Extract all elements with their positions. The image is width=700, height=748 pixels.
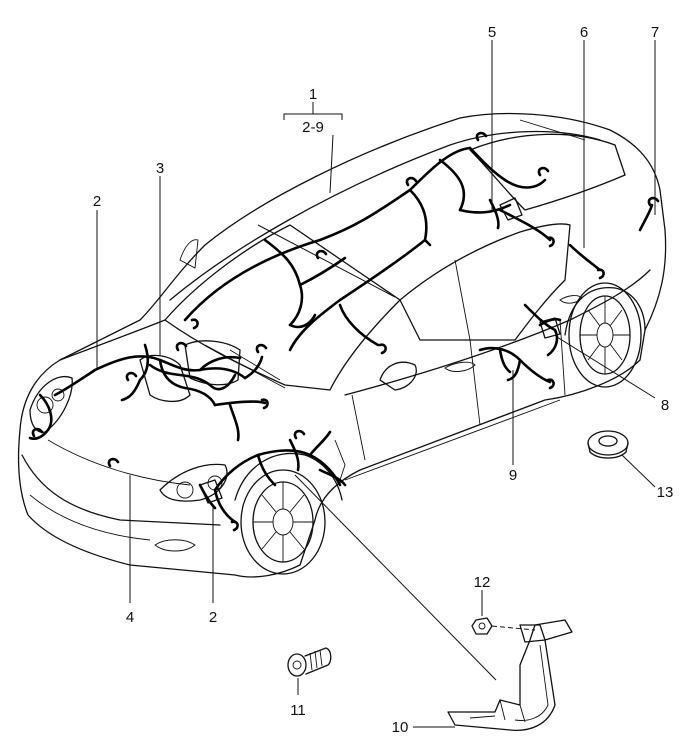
bracket-part: [447, 619, 573, 731]
bolt-part: [287, 647, 332, 677]
callout-9: 9: [509, 467, 517, 484]
callout-5: 5: [488, 24, 496, 41]
callout-3: 3: [156, 160, 164, 177]
leader-lines: [96, 40, 656, 728]
callout-7: 7: [651, 24, 659, 41]
grommet-part: [587, 430, 629, 459]
callout-10: 10: [392, 719, 409, 736]
callout-2-left: 2: [93, 193, 101, 210]
callout-13: 13: [657, 484, 674, 501]
wiring-harness: [28, 131, 660, 532]
callout-labels: 1 2-9 2 3 5 6 7 8 9 13 4 2 12 11 10: [93, 24, 674, 736]
callout-2-bottom: 2: [209, 609, 217, 626]
nut-part: [471, 617, 493, 635]
callout-4: 4: [126, 609, 134, 626]
callout-6: 6: [580, 24, 588, 41]
callout-1-range: 2-9: [302, 119, 324, 136]
callout-1: 1: [309, 86, 317, 103]
car-body: [17, 112, 667, 578]
callout-12: 12: [474, 574, 491, 591]
callout-8: 8: [661, 397, 669, 414]
callout-11: 11: [290, 702, 306, 719]
